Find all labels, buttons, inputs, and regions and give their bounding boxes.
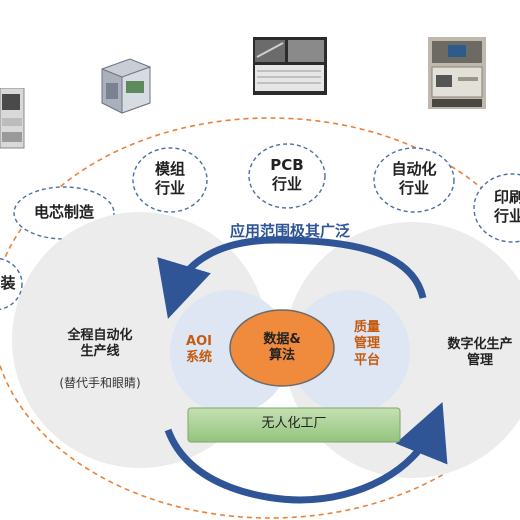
industry-bubble-module — [132, 147, 208, 213]
industry-bubble-packaging — [0, 257, 23, 311]
bottom-cycle-arrow — [164, 402, 448, 504]
aoi-system-label: AOI 系统 — [185, 334, 212, 366]
industry-label-module: 模组 行业 — [154, 160, 185, 197]
industry-label-battery: 电芯制造 — [33, 203, 94, 221]
digital-management-title: 数字化生产 管理 — [447, 337, 513, 369]
industry-label-printing: 印刷 行业 — [494, 188, 520, 225]
unmanned-factory-label: 无人化工厂 — [261, 416, 327, 431]
machine-3d-model-image — [101, 58, 151, 114]
top-cycle-arrow — [157, 236, 427, 319]
quality-platform-label: 质量 管理 平台 — [353, 320, 380, 368]
automation-line-subtitle: (替代手和眼睛) — [59, 376, 141, 390]
industry-bubble-printing — [473, 173, 520, 243]
software-screenshot-image — [253, 37, 327, 95]
industry-label-pcb: PCB 行业 — [270, 156, 304, 193]
industry-bubble-pcb — [248, 143, 326, 209]
device-thumbnail-left — [0, 88, 25, 149]
data-algorithm-label: 数据& 算法 — [263, 332, 301, 364]
data-algorithm-circle — [229, 309, 335, 387]
automation-line-title: 全程自动化 生产线 — [67, 328, 133, 360]
industry-label-automation: 自动化 行业 — [391, 160, 437, 197]
quality-platform-circle — [290, 290, 410, 414]
industry-bubble-automation — [373, 147, 455, 213]
application-range-headline: 应用范围极其广泛 — [229, 222, 350, 240]
industry-label-packaging: 装 — [0, 274, 16, 292]
unmanned-factory-bar — [187, 407, 401, 443]
inspection-machine-photo — [428, 37, 486, 109]
